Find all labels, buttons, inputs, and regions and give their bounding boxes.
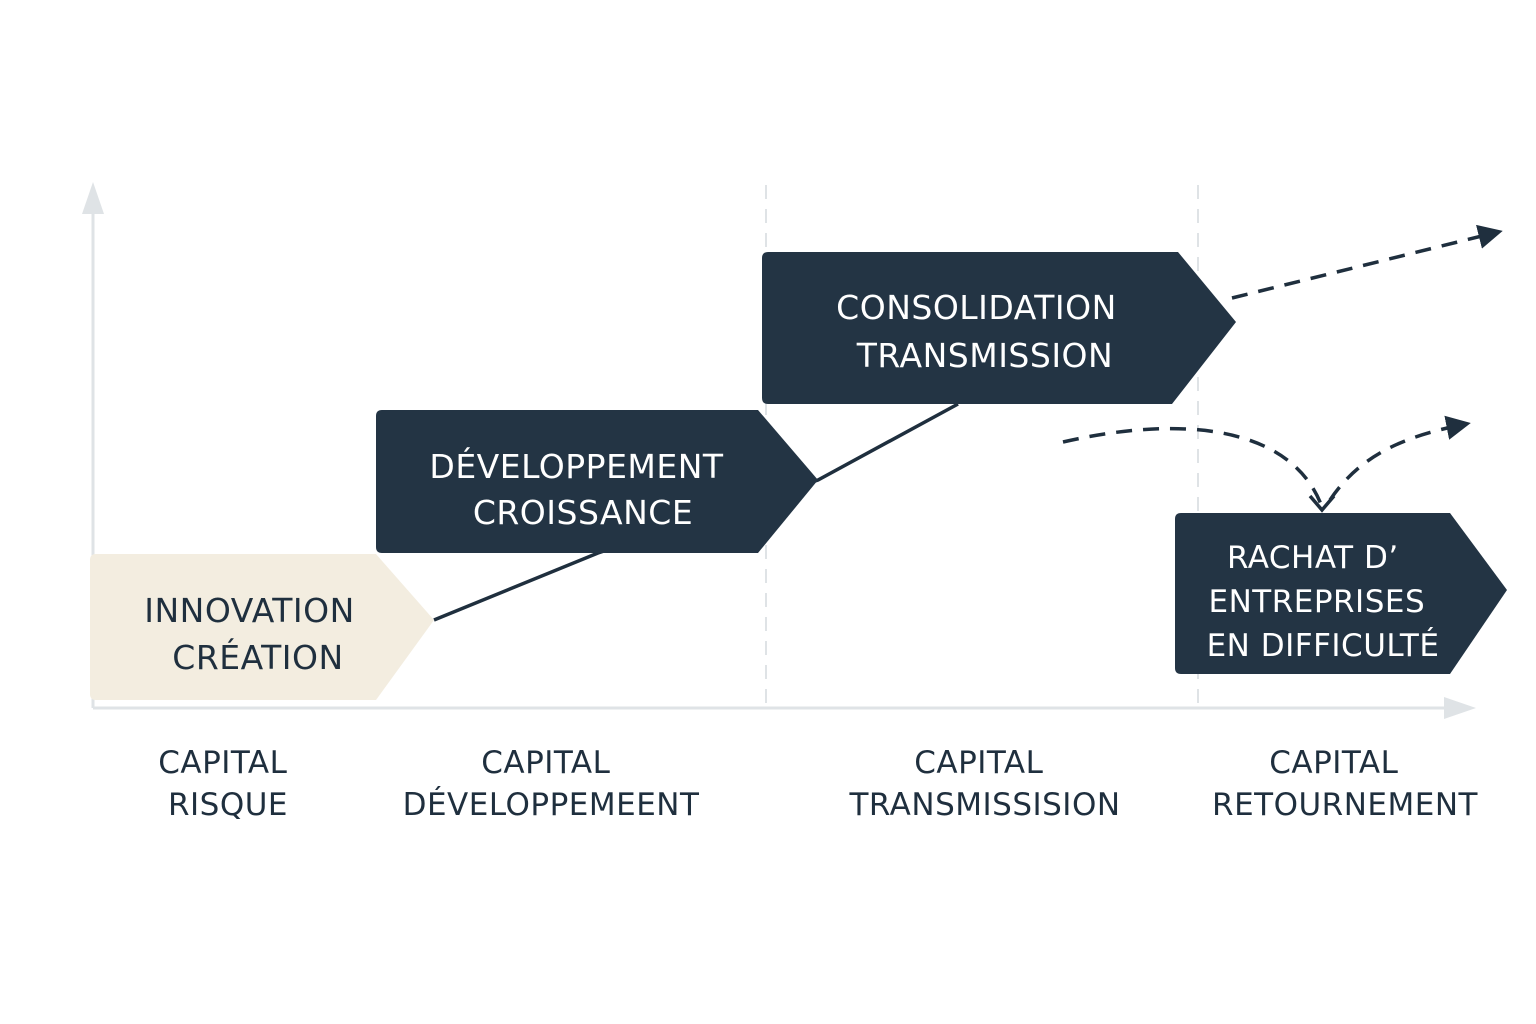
- stage-box-rachat: [1175, 513, 1507, 674]
- stage-innovation-line-1: INNOVATION: [144, 591, 355, 630]
- chevron-down-icon: [1308, 494, 1336, 513]
- category-developpement-line-2: DÉVELOPPEMEENT: [403, 787, 700, 823]
- stage-rachat-line-1: RACHAT D’: [1227, 540, 1399, 576]
- stage-rachat: RACHAT D’ ENTREPRISES EN DIFFICULTÉ: [1175, 513, 1507, 674]
- category-retournement-line-1: CAPITAL: [1269, 745, 1398, 781]
- stage-developpement: DÉVELOPPEMENT CROISSANCE: [376, 410, 818, 553]
- dashed-arrow-icon: [1231, 224, 1503, 300]
- category-labels: CAPITAL RISQUE CAPITAL DÉVELOPPEMEENT CA…: [158, 745, 1478, 823]
- arrow-right-icon: [1444, 697, 1476, 719]
- stage-consolidation-line-2: TRANSMISSION: [856, 336, 1113, 375]
- stage-consolidation: CONSOLIDATION TRANSMISSION: [762, 252, 1236, 404]
- stage-box-developpement: [376, 410, 818, 553]
- svg-text:CAPITAL DÉVELOPPEMEENT: CAPITAL DÉVELOPPEMEENT: [403, 745, 700, 823]
- category-developpement-line-1: CAPITAL: [481, 745, 610, 781]
- category-retournement-line-2: RETOURNEMENT: [1212, 787, 1478, 823]
- svg-text:CAPITAL TRANSMISSISION: CAPITAL TRANSMISSISION: [848, 745, 1120, 823]
- stage-innovation: INNOVATION CRÉATION: [90, 554, 434, 700]
- category-transmission-line-2: TRANSMISSISION: [848, 787, 1120, 823]
- dashed-curve-up-icon: [1328, 415, 1471, 501]
- svg-text:RACHAT D’ ENTREPRISES: RACHAT D’ ENTREPRISES EN DIFFICULTÉ: [1207, 540, 1440, 664]
- category-risque-line-1: CAPITAL: [158, 745, 287, 781]
- svg-text:DÉVELOPPEMENT CROISSANCE: DÉVELOPPEMENT CROISSANCE: [429, 446, 734, 532]
- dashed-curve-down-icon: [1062, 426, 1324, 508]
- svg-text:CONSOLIDATION TRANSMISSI: CONSOLIDATION TRANSMISSION: [836, 288, 1128, 375]
- dashed-arrows: [1062, 224, 1503, 513]
- stage-consolidation-line-1: CONSOLIDATION: [836, 288, 1117, 327]
- stage-rachat-line-3: EN DIFFICULTÉ: [1207, 628, 1440, 664]
- stage-rachat-line-2: ENTREPRISES: [1208, 584, 1425, 620]
- stage-developpement-line-1: DÉVELOPPEMENT: [429, 446, 724, 486]
- stage-developpement-line-2: CROISSANCE: [473, 493, 693, 532]
- stage-box-consolidation: [762, 252, 1236, 404]
- stage-innovation-line-2: CRÉATION: [172, 637, 343, 677]
- arrow-up-icon: [82, 182, 104, 214]
- category-transmission-line-1: CAPITAL: [914, 745, 1043, 781]
- svg-text:INNOVATION CRÉATION: INNOVATION CRÉATION: [144, 591, 366, 677]
- svg-text:CAPITAL RISQUE: CAPITAL RISQUE: [158, 745, 298, 823]
- svg-text:CAPITAL RETOURNEMENT: CAPITAL RETOURNEMENT: [1212, 745, 1478, 823]
- stage-box-innovation: [90, 554, 434, 700]
- category-risque-line-2: RISQUE: [168, 787, 288, 823]
